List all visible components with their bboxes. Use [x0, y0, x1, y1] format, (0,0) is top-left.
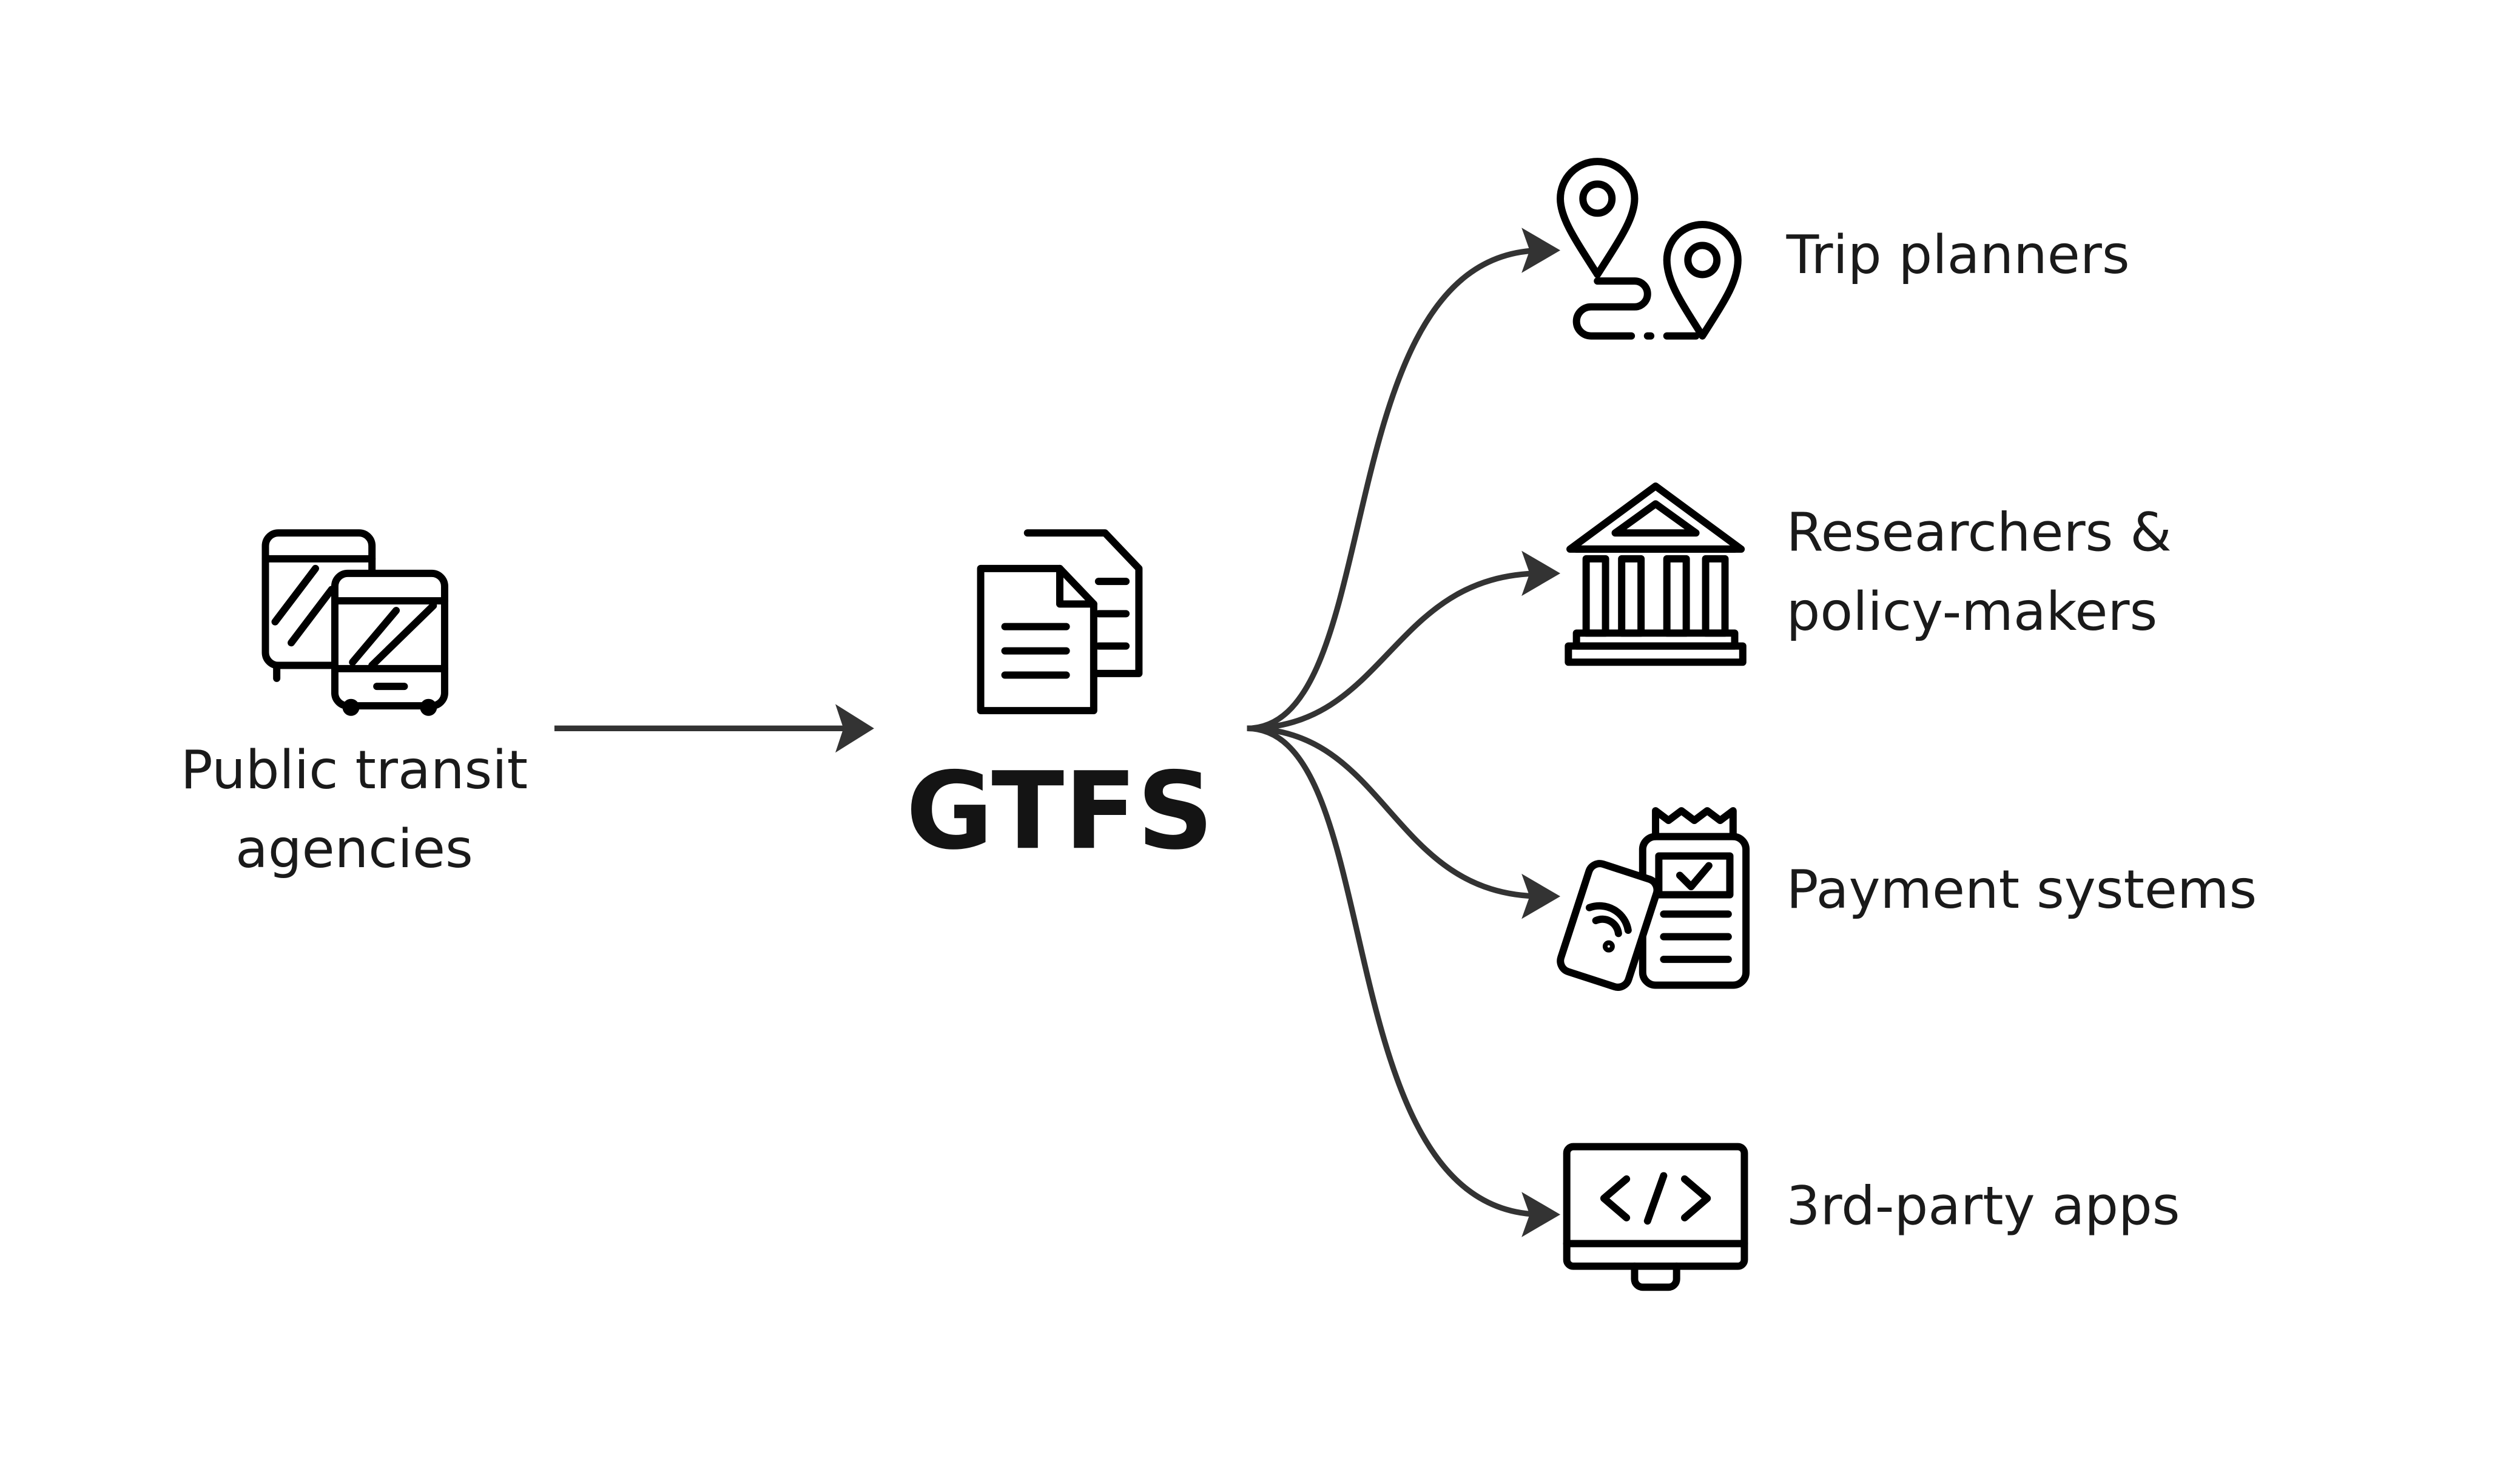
branch-arrows [1247, 228, 1561, 1237]
source-to-gtfs-arrow [554, 704, 874, 753]
source-label-line1: Public transit [181, 738, 528, 801]
consumer-label-3rd-party-apps: 3rd-party apps [1787, 1174, 2180, 1237]
branch-arrow-payment [1247, 725, 1543, 899]
map-pins-route-icon [1557, 158, 1742, 340]
consumer-label-payment-systems: Payment systems [1787, 858, 2257, 921]
buses-icon [261, 529, 448, 716]
consumer-label-researchers-line1: Researchers & [1787, 501, 2172, 564]
government-building-icon [1565, 482, 1747, 666]
branch-arrow-trip-planners [1247, 247, 1543, 731]
gtfs-title: GTFS [906, 749, 1213, 873]
consumer-label-researchers-line2: policy-makers [1787, 580, 2158, 643]
documents-icon [977, 529, 1143, 715]
consumer-label-trip-planners: Trip planners [1786, 223, 2130, 286]
code-monitor-icon [1563, 1143, 1748, 1291]
branch-arrow-researchers [1247, 570, 1543, 731]
payment-terminal-icon [1557, 807, 1750, 991]
source-label-line2: agencies [235, 817, 473, 880]
branch-arrow-apps [1247, 725, 1543, 1218]
